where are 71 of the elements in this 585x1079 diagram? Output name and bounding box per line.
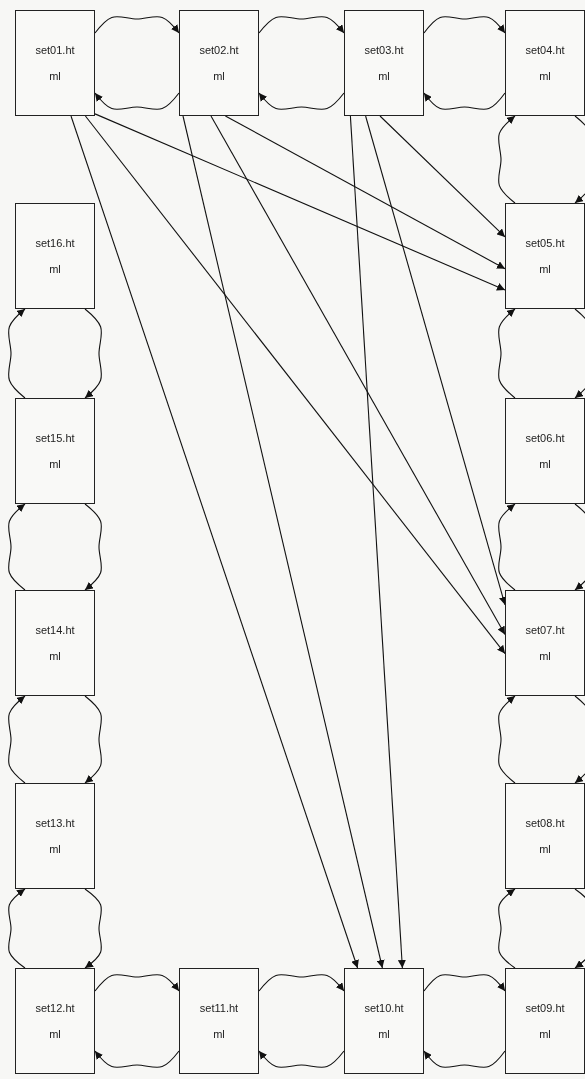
- file-name: set11.html: [198, 1001, 240, 1042]
- arrow: [498, 503, 516, 591]
- arrow: [423, 16, 506, 34]
- file-name: set08.html: [524, 816, 566, 857]
- file-name: set12.html: [34, 1001, 76, 1042]
- page-box: [505, 783, 585, 889]
- file-name: set03.html: [363, 43, 405, 84]
- arrow: [84, 695, 102, 784]
- arrow: [210, 115, 506, 636]
- file-name: set07.html: [524, 623, 566, 664]
- file-name: set13.html: [34, 816, 76, 857]
- arrow: [498, 888, 516, 969]
- page-box: [179, 10, 259, 116]
- page-box: [505, 203, 585, 309]
- file-name: set05.html: [524, 236, 566, 277]
- arrow: [84, 308, 102, 399]
- arrow: [8, 308, 26, 399]
- page-box: [15, 590, 95, 696]
- arrow: [498, 115, 516, 204]
- arrow: [94, 113, 506, 291]
- arrow: [423, 974, 506, 992]
- page-box: [505, 590, 585, 696]
- arrow: [258, 16, 345, 34]
- arrow: [258, 1050, 345, 1068]
- arrow: [349, 115, 406, 969]
- arrow: [8, 695, 26, 784]
- arrow: [574, 503, 585, 591]
- arrow: [94, 16, 180, 34]
- file-name: set09.html: [524, 1001, 566, 1042]
- file-name: set16.html: [34, 236, 76, 277]
- page-box: [15, 203, 95, 309]
- arrow: [365, 115, 507, 606]
- file-name: set15.html: [34, 431, 76, 472]
- file-name: set02.html: [198, 43, 240, 84]
- arrow: [84, 115, 506, 655]
- page-box: [15, 10, 95, 116]
- page-box: [505, 968, 585, 1074]
- arrow: [84, 888, 102, 969]
- page-box: [344, 10, 424, 116]
- arrow: [94, 92, 180, 110]
- file-name: set04.html: [524, 43, 566, 84]
- file-name: set06.html: [524, 431, 566, 472]
- arrow: [8, 888, 26, 969]
- arrow: [574, 888, 585, 969]
- arrow: [94, 974, 180, 992]
- arrow: [423, 92, 506, 110]
- page-box: [15, 968, 95, 1074]
- arrow: [258, 92, 345, 110]
- arrow: [224, 115, 506, 270]
- page-box: [505, 398, 585, 504]
- arrow: [379, 115, 506, 238]
- arrow: [258, 974, 345, 992]
- page-box: [179, 968, 259, 1074]
- arrow: [423, 1050, 506, 1068]
- file-name: set01.html: [34, 43, 76, 84]
- page-box: [15, 783, 95, 889]
- arrow: [574, 308, 585, 399]
- arrow: [94, 1050, 180, 1068]
- arrow: [498, 308, 516, 399]
- page-box: [505, 10, 585, 116]
- arrow: [70, 115, 359, 969]
- file-name: set10.html: [363, 1001, 405, 1042]
- page-box: [15, 398, 95, 504]
- arrow: [574, 695, 585, 784]
- file-name: set14.html: [34, 623, 76, 664]
- arrow: [574, 115, 585, 204]
- arrow: [498, 695, 516, 784]
- arrow: [84, 503, 102, 591]
- page-box: [344, 968, 424, 1074]
- arrow: [8, 503, 26, 591]
- arrow: [182, 115, 385, 969]
